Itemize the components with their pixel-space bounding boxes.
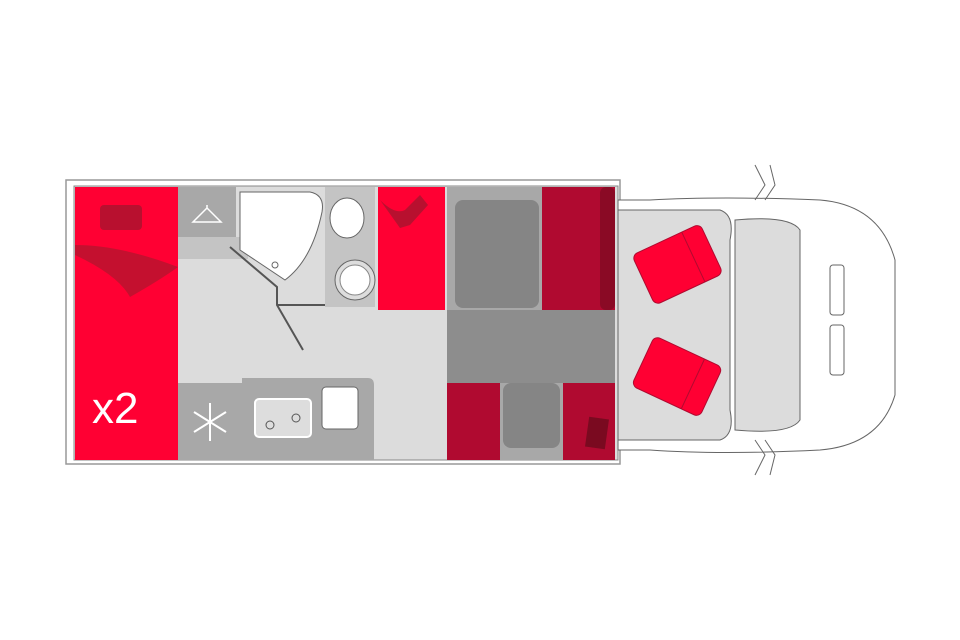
dinette-aisle (447, 310, 615, 383)
grille-vent (829, 324, 845, 376)
cushion-icon (380, 195, 428, 228)
pillow-icon (100, 205, 142, 230)
wardrobe (178, 187, 236, 237)
table-leaf (503, 383, 560, 448)
burner (291, 413, 301, 423)
wardrobe-shelf (178, 237, 248, 259)
rear-bed (75, 187, 178, 460)
cushion-icon (585, 416, 609, 450)
grille-vent (829, 264, 845, 316)
seat-icon (633, 225, 722, 304)
hanger-icon (191, 205, 223, 223)
dinette-table (455, 200, 539, 308)
hob-icon (254, 398, 312, 438)
shower-tray (239, 191, 323, 281)
shower-drain (271, 261, 279, 269)
windscreen (734, 218, 801, 432)
snowflake-icon (193, 403, 227, 441)
basin-bowl (339, 264, 371, 296)
mirror-top (754, 164, 776, 201)
blanket-icon (75, 245, 178, 297)
sink-icon (321, 386, 359, 430)
bathroom-door (229, 246, 304, 351)
dinette-bench-bottom-left (447, 383, 500, 460)
bench-backrest (600, 187, 615, 310)
bed-multiplier-label: x2 (92, 384, 138, 433)
toilet-icon (329, 197, 365, 239)
burner (265, 420, 275, 430)
seat-icon (632, 337, 722, 416)
mirror-bottom (754, 439, 776, 476)
